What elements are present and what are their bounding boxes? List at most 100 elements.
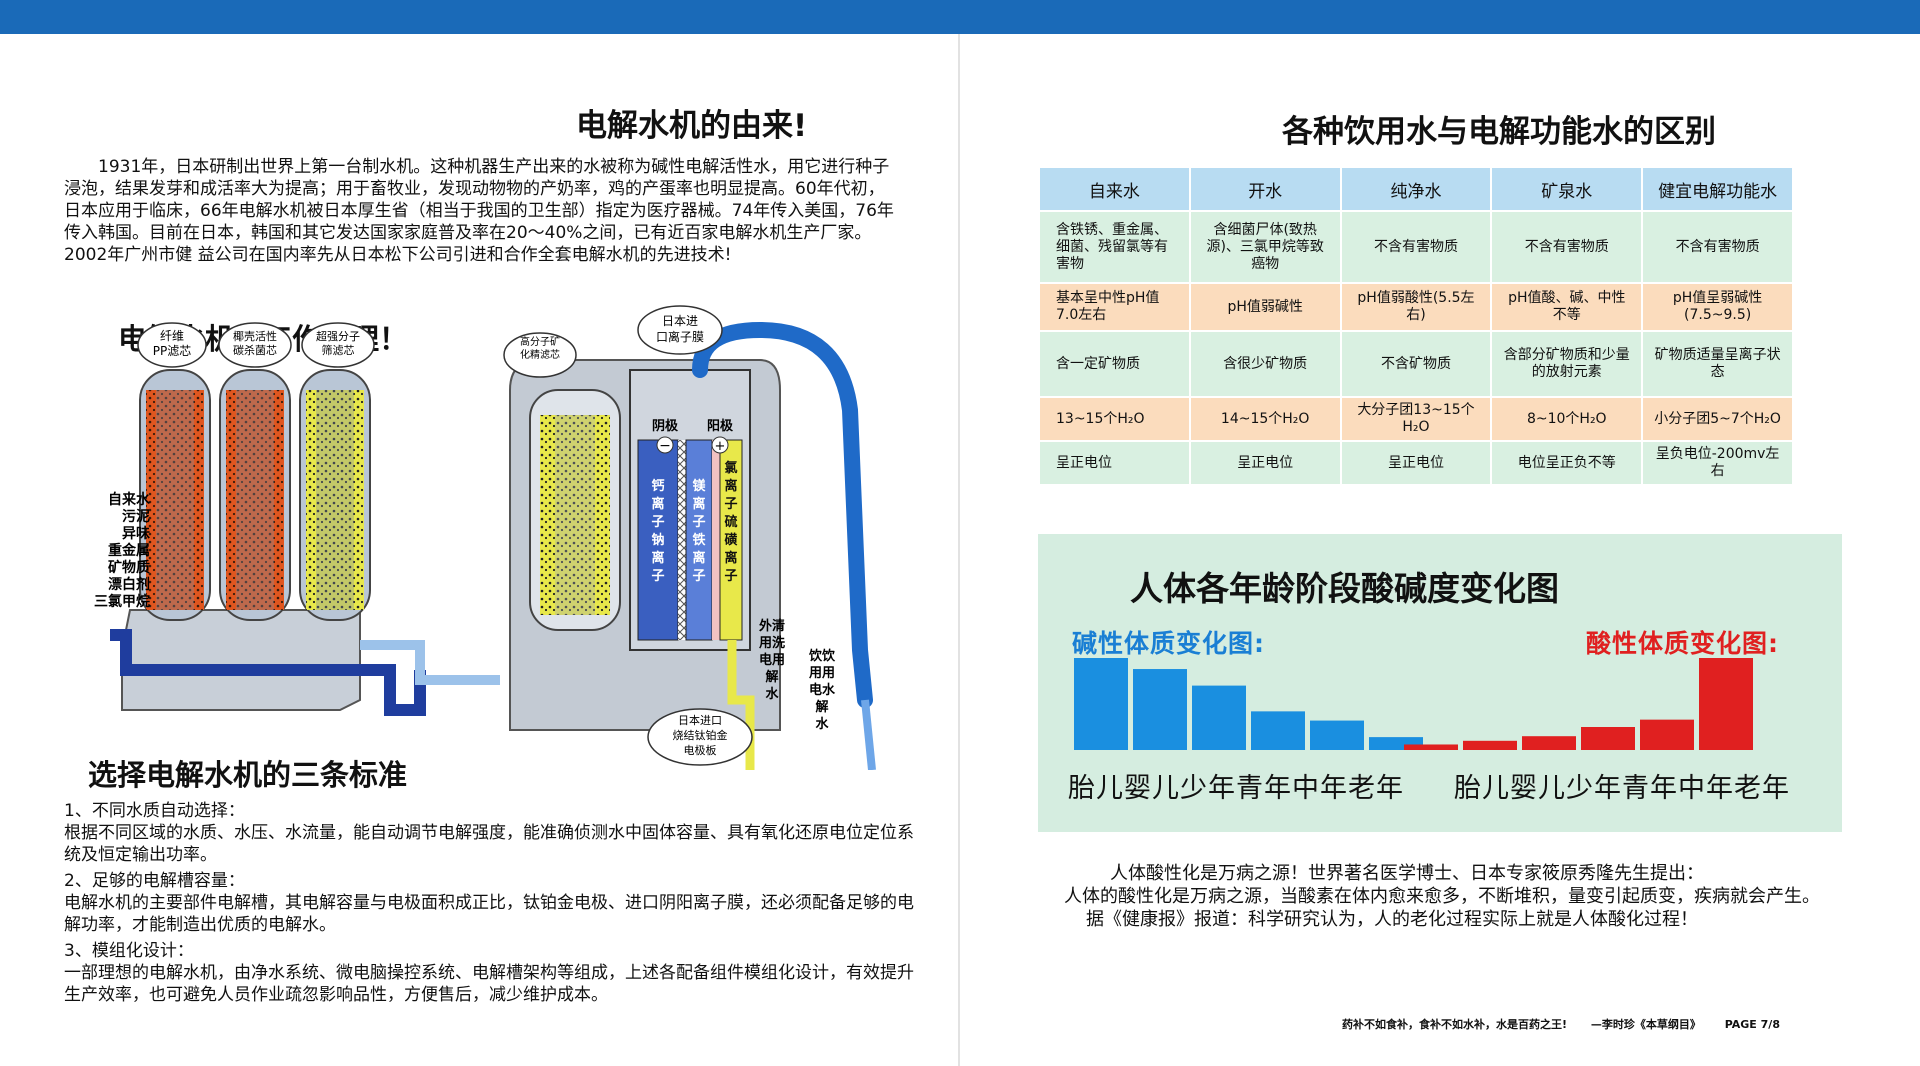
origin-paragraph: 1931年，日本研制出世界上第一台制水机。这种机器生产出来的水被称为碱性电解活性…: [64, 157, 894, 265]
svg-text:用用: 用用: [808, 666, 835, 681]
acid-bar-2: [1463, 740, 1517, 750]
svg-text:离: 离: [692, 496, 705, 512]
acid-bar-1: [1404, 744, 1458, 750]
svg-text:−: −: [659, 438, 671, 454]
alkaline-bar-1: [1074, 658, 1128, 750]
electrolysis-diagram: 纤维 PP滤芯 椰壳活性 碳杀菌芯 超强分子 筛滤芯 自来水 污泥 异味 重金属…: [94, 305, 876, 770]
svg-text:子: 子: [651, 569, 664, 584]
table-cell: pH值酸、碱、中性不等: [1490, 282, 1644, 332]
table-cell: 含细菌尸体(致热源)、三氯甲烷等致癌物: [1188, 210, 1342, 284]
table-row: 呈正电位 呈正电位 呈正电位 电位呈正负不等 呈负电位-200mv左右: [1038, 440, 1794, 486]
svg-text:异味: 异味: [122, 526, 150, 542]
table-cell: 含铁锈、重金属、细菌、残留氯等有害物: [1038, 210, 1191, 284]
header-boiled: 开水: [1188, 166, 1342, 212]
svg-text:电用: 电用: [759, 652, 785, 668]
alkaline-chart-title: 碱性体质变化图:: [1072, 629, 1265, 658]
svg-text:漂白剂: 漂白剂: [108, 576, 150, 593]
filter3-label: 超强分子: [316, 329, 360, 343]
acid-bar-4: [1581, 727, 1635, 750]
svg-text:子: 子: [724, 569, 737, 584]
membrane-right: [712, 440, 720, 640]
standard-1-head: 1、不同水质自动选择：: [64, 801, 245, 821]
alkaline-bar-2: [1133, 669, 1187, 750]
table-cell: 含很少矿物质: [1188, 330, 1342, 398]
table-cell: 不含矿物质: [1339, 330, 1493, 398]
acid-age-labels: 胎儿婴儿少年青年中年老年: [1454, 766, 1790, 805]
membrane-left: [678, 440, 686, 640]
acidity-line-1: 人体酸性化是万病之源！世界著名医学博士、日本专家筱原秀隆先生提出：: [1110, 863, 1704, 884]
svg-text:解: 解: [764, 669, 778, 685]
table-row: 13~15个H₂O 14~15个H₂O 大分子团13~15个H₂O 8~10个H…: [1038, 396, 1794, 442]
table-cell: 不含有害物质: [1641, 210, 1794, 284]
table-cell: 含一定矿物质: [1038, 330, 1191, 398]
table-cell: 呈正电位: [1339, 440, 1493, 486]
table-cell: 矿物质适量呈离子状态: [1641, 330, 1794, 398]
svg-text:离: 离: [651, 550, 664, 566]
standard-3-head: 3、模组化设计：: [64, 941, 194, 961]
standard-1-body: 根据不同区域的水质、水压、水流量，能自动调节电解强度，能准确侦测水中固体容量、具…: [64, 823, 914, 865]
connector-pipe: [360, 640, 500, 685]
age-label: 老年: [1734, 773, 1790, 804]
alkaline-bar-3: [1192, 685, 1246, 750]
svg-text:电水: 电水: [809, 682, 836, 698]
svg-text:钙: 钙: [651, 478, 664, 494]
age-label: 婴儿: [1510, 773, 1566, 804]
page-footer: 药补不如食补，食补不如水补，水是百药之王! —李时珍《本草纲目》 PAGE 7/…: [1342, 1016, 1800, 1032]
filter2-label: 椰壳活性: [233, 329, 277, 343]
alkaline-age-labels: 胎儿婴儿少年青年中年老年: [1068, 766, 1404, 805]
filter4-label: 高分子矿: [520, 335, 560, 348]
age-label: 胎儿: [1454, 773, 1510, 804]
svg-text:电极板: 电极板: [684, 743, 717, 757]
header-tap: 自来水: [1038, 166, 1191, 212]
age-label: 青年: [1236, 773, 1292, 804]
table-cell: pH值弱酸性(5.5左右): [1339, 282, 1493, 332]
table-cell: pH值呈弱碱性(7.5~9.5): [1641, 282, 1794, 332]
age-label: 婴儿: [1124, 773, 1180, 804]
age-label: 中年: [1678, 773, 1734, 804]
svg-text:筛滤芯: 筛滤芯: [322, 343, 355, 357]
svg-text:子: 子: [724, 497, 737, 512]
acid-bar-6: [1699, 658, 1753, 750]
header-mineral: 矿泉水: [1490, 166, 1644, 212]
table-cell: 基本呈中性pH值7.0左右: [1038, 282, 1191, 332]
table-header-row: 自来水 开水 纯净水 矿泉水 健宜电解功能水: [1038, 166, 1794, 212]
header-electrolyzed: 健宜电解功能水: [1641, 166, 1794, 212]
svg-text:子: 子: [651, 515, 664, 530]
svg-text:三氯甲烷: 三氯甲烷: [94, 593, 150, 610]
top-color-bar: [0, 0, 1920, 34]
svg-text:镁: 镁: [692, 478, 706, 494]
svg-text:离: 离: [724, 478, 737, 494]
svg-text:铁: 铁: [691, 532, 705, 548]
standards-list: 1、不同水质自动选择： 根据不同区域的水质、水压、水流量，能自动调节电解强度，能…: [64, 800, 916, 1006]
header-purified: 纯净水: [1339, 166, 1493, 212]
table-cell: pH值弱碱性: [1188, 282, 1342, 332]
anode-label: 阳极: [707, 418, 734, 434]
svg-text:离: 离: [651, 496, 664, 512]
cathode-chamber: [637, 439, 679, 641]
svg-text:解: 解: [814, 699, 828, 715]
age-label: 青年: [1622, 773, 1678, 804]
table-cell: 不含有害物质: [1490, 210, 1644, 284]
svg-text:子: 子: [692, 515, 705, 530]
age-label: 少年: [1180, 773, 1236, 804]
page-fold: [958, 34, 960, 1066]
svg-text:外清: 外清: [758, 618, 785, 634]
svg-text:重金属: 重金属: [108, 542, 150, 559]
membrane-label: 日本进: [662, 314, 698, 328]
water-comparison-table: 自来水 开水 纯净水 矿泉水 健宜电解功能水 含铁锈、重金属、细菌、残留氯等有害…: [1038, 166, 1794, 486]
water-comparison-title: 各种饮用水与电解功能水的区别: [1282, 114, 1716, 150]
cathode-label: 阴极: [652, 418, 679, 434]
svg-text:矿物质: 矿物质: [108, 559, 150, 576]
svg-text:离: 离: [724, 550, 737, 566]
standard-3-body: 一部理想的电解水机，由净水系统、微电脑操控系统、电解槽架构等组成，上述各配备组件…: [64, 963, 914, 1005]
acid-bar-5: [1640, 719, 1694, 750]
svg-text:水: 水: [815, 716, 829, 732]
svg-text:用洗: 用洗: [758, 635, 785, 651]
age-label: 胎儿: [1068, 773, 1124, 804]
mg-chamber: [685, 439, 713, 641]
footer-quote: 药补不如食补，食补不如水补，水是百药之王!: [1342, 1018, 1568, 1031]
filter-carbon: [219, 369, 291, 621]
table-cell: 小分子团5~7个H₂O: [1641, 396, 1794, 442]
svg-text:自来水: 自来水: [108, 491, 151, 508]
